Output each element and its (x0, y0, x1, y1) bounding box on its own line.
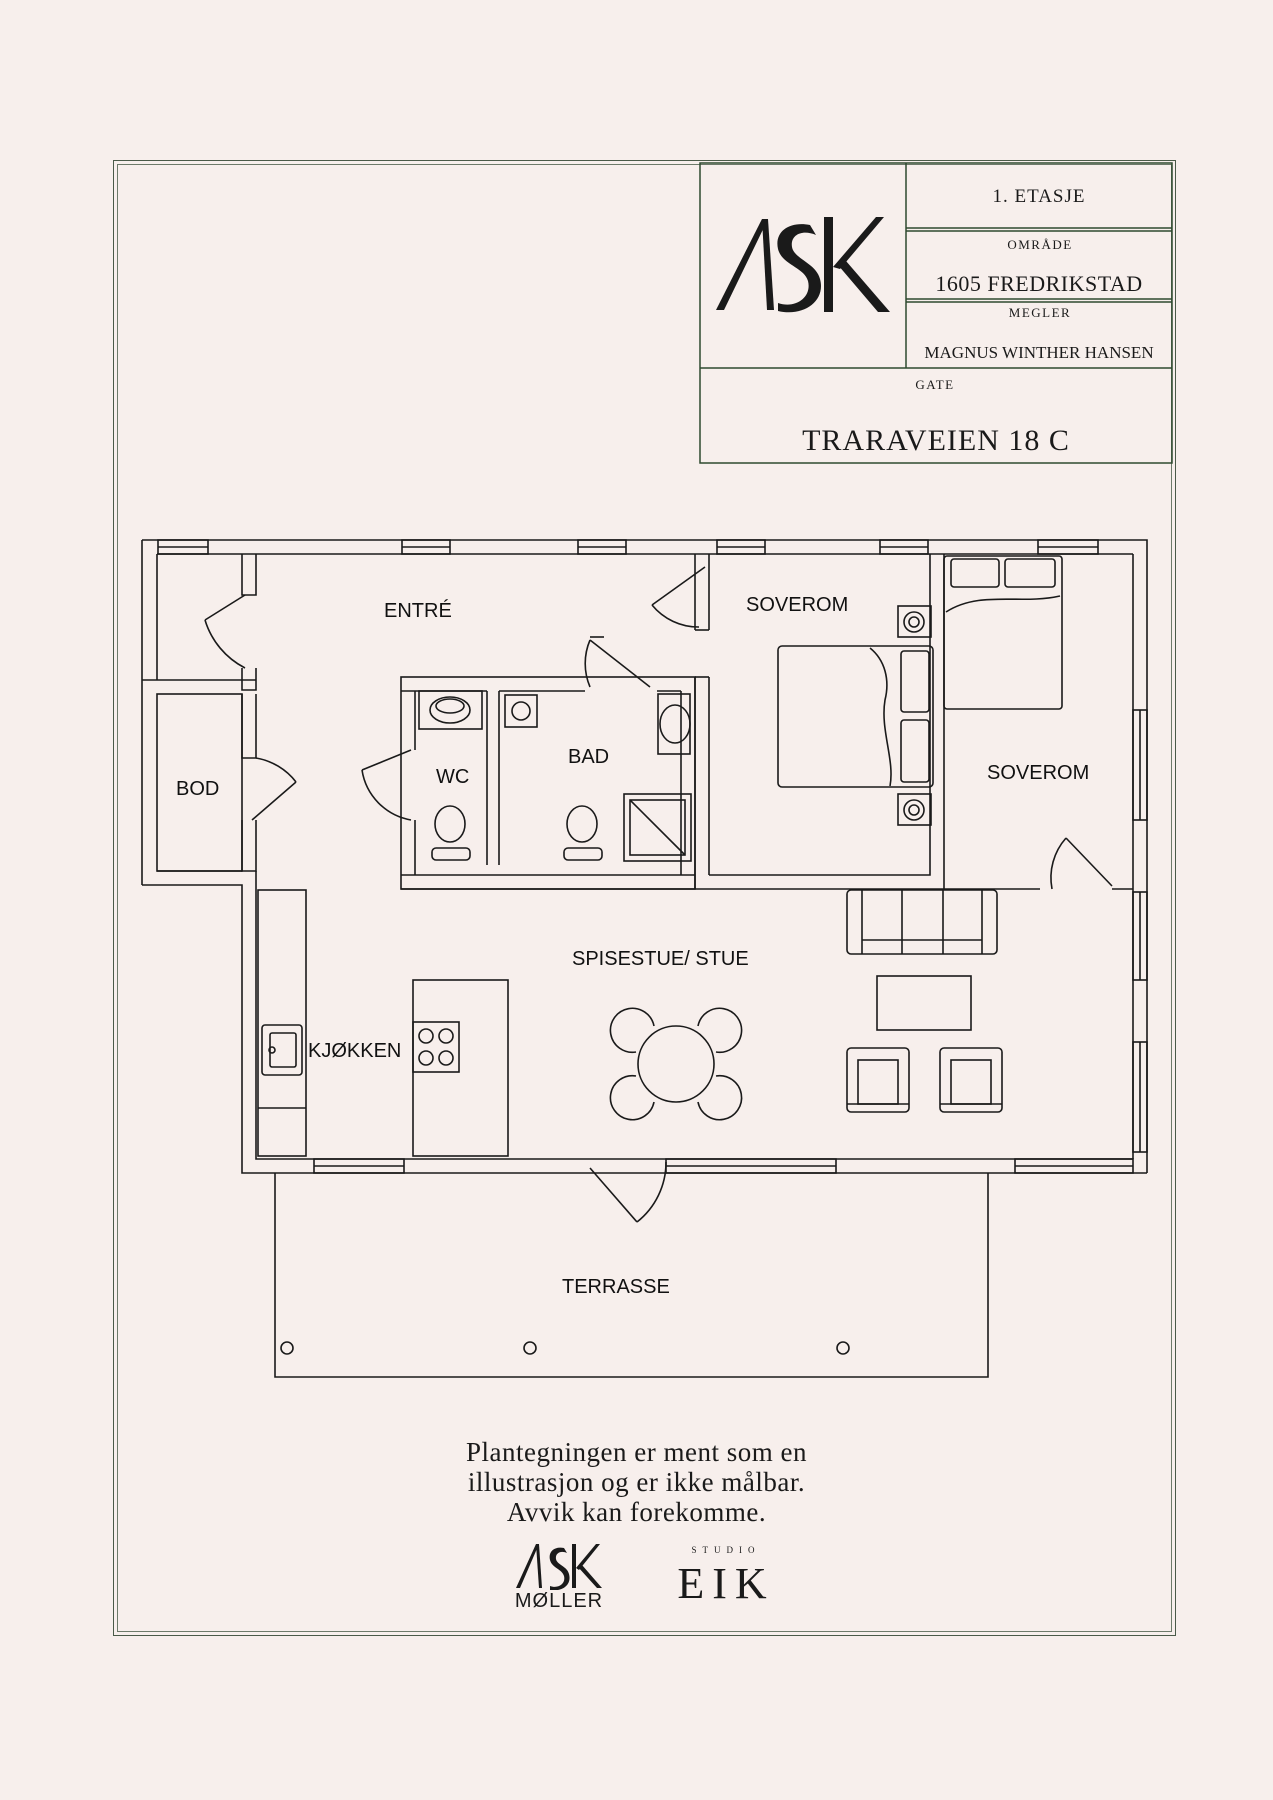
room-label-entre: ENTRÉ (384, 600, 452, 622)
floor-label: 1. ETASJE (992, 186, 1086, 207)
street-label: GATE (915, 377, 955, 392)
area-value: 1605 FREDRIKSTAD (935, 271, 1143, 296)
broker-label: MEGLER (1008, 305, 1072, 320)
street-value: TRARAVEIEN 18 C (802, 424, 1070, 457)
disclaimer-line-3: Avvik kan forekomme. (506, 1497, 767, 1527)
broker-value: MAGNUS WINTHER HANSEN (924, 343, 1154, 362)
area-label: OMRÅDE (1007, 237, 1073, 252)
room-label-wc: WC (436, 766, 470, 788)
disclaimer-line-2: illustrasjon og er ikke målbar. (467, 1467, 806, 1497)
logo-studio-text: STUDIO (691, 1545, 761, 1555)
room-label-soverom-1: SOVEROM (746, 594, 849, 616)
room-label-soverom-2: SOVEROM (987, 762, 1090, 784)
room-label-bad: BAD (568, 746, 610, 768)
disclaimer: Plantegningen er ment som en illustrasjo… (380, 1437, 893, 1527)
room-label-kjokken: KJØKKEN (308, 1040, 402, 1062)
page-frame (113, 160, 1176, 1636)
room-label-stue: SPISESTUE/ STUE (572, 948, 749, 970)
room-label-terrasse: TERRASSE (562, 1276, 670, 1298)
room-label-bod: BOD (176, 778, 220, 800)
logo-moller-text: MØLLER (514, 1590, 604, 1612)
page-frame-inner (117, 164, 1172, 1632)
ask-moller-logo-icon (516, 1544, 602, 1590)
ask-logo-icon (716, 217, 890, 313)
logo-eik-text: EIK (677, 1559, 775, 1608)
disclaimer-line-1: Plantegningen er ment som en (466, 1437, 807, 1467)
